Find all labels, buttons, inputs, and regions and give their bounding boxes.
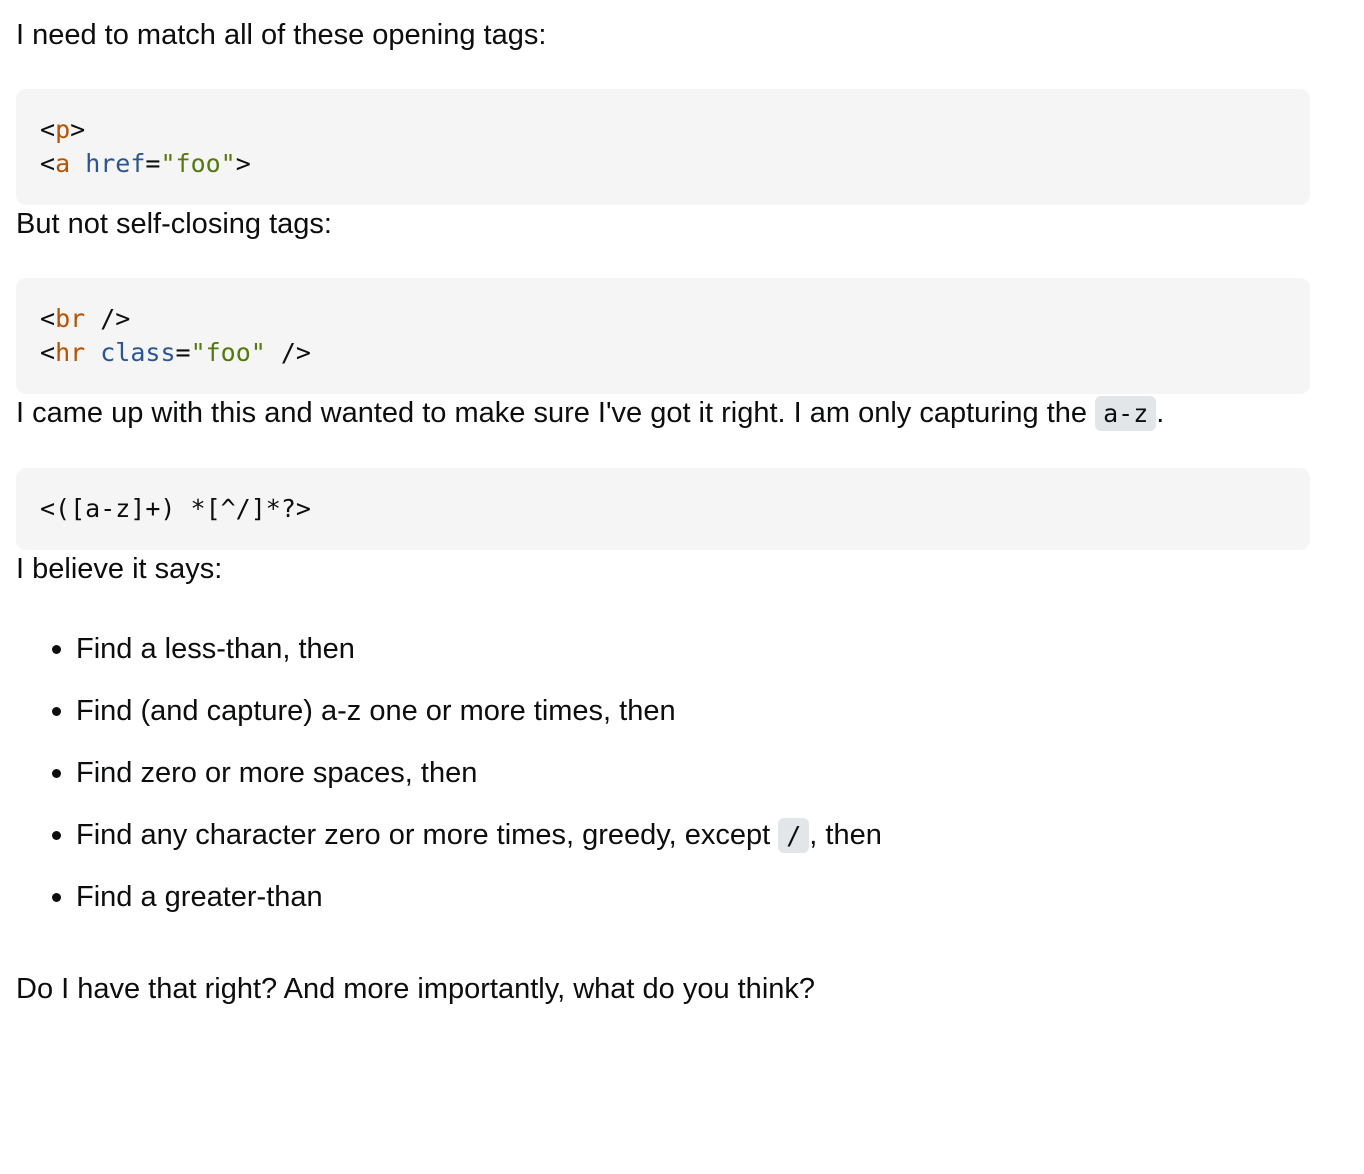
tag-name: hr xyxy=(55,338,86,367)
regex-code: <([a-z]+) *[^/]*?> xyxy=(40,494,311,523)
attr-value: "foo" xyxy=(160,149,236,178)
list-item: Find (and capture) a-z one or more times… xyxy=(52,692,1310,754)
tag-name: p xyxy=(55,115,71,144)
code-line: <hr class="foo" /> xyxy=(40,338,311,367)
code-block-opening-tags: <p> <a href="foo"> xyxy=(16,89,1310,205)
list-item: Find zero or more spaces, then xyxy=(52,754,1310,816)
closing-paragraph: Do I have that right? And more important… xyxy=(16,973,816,1005)
code-line: <a href="foo"> xyxy=(40,149,251,178)
code-block-regex: <([a-z]+) *[^/]*?> xyxy=(16,468,1310,550)
inline-code: a-z xyxy=(1095,396,1157,431)
attr-value: "foo" xyxy=(190,338,266,367)
list-item: Find a less-than, then xyxy=(52,630,1310,692)
believe-paragraph: I believe it says: xyxy=(16,553,223,585)
came-up-paragraph: I came up with this and wanted to make s… xyxy=(16,396,1165,431)
intro-paragraph: I need to match all of these opening tag… xyxy=(16,19,547,51)
tag-name: a xyxy=(55,149,71,178)
code-line: <p> xyxy=(40,115,86,144)
attr-name: class xyxy=(100,338,176,367)
inline-code: / xyxy=(778,818,810,853)
list-item: Find a greater-than xyxy=(52,878,1310,940)
explanation-list: Find a less-than, then Find (and capture… xyxy=(16,630,1310,940)
tag-name: br xyxy=(55,304,86,333)
code-block-self-closing-tags: <br /> <hr class="foo" /> xyxy=(16,278,1310,394)
attr-name: href xyxy=(85,149,146,178)
list-item: Find any character zero or more times, g… xyxy=(52,816,1310,878)
not-self-closing-paragraph: But not self-closing tags: xyxy=(16,208,332,240)
code-line: <br /> xyxy=(40,304,131,333)
question-body: I need to match all of these opening tag… xyxy=(16,19,1310,1005)
